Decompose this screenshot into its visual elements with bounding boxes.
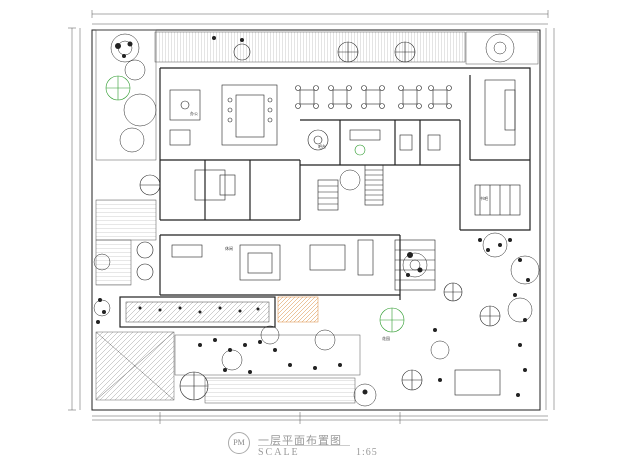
umbrellas <box>136 41 501 401</box>
orange-patch <box>277 296 319 323</box>
svg-text:书吧: 书吧 <box>480 195 488 201</box>
lounge-furniture <box>171 169 501 396</box>
scale-label: SCALE <box>258 447 300 458</box>
office-desks <box>169 79 521 216</box>
deck-top <box>95 29 539 161</box>
dining-tables <box>295 85 452 151</box>
room-labels: 办公 吧台 休闲 花园 书吧 <box>190 110 488 341</box>
pm-logo: PM <box>228 432 250 454</box>
drawing-title: 一层平面布置图 <box>258 434 342 447</box>
svg-text:花园: 花园 <box>382 335 390 341</box>
svg-text:休闲: 休闲 <box>225 245 233 251</box>
conference-table <box>221 84 278 146</box>
trees <box>93 33 540 407</box>
dimension-lines <box>68 10 555 424</box>
shrub-clusters <box>96 36 530 397</box>
staircase <box>317 164 436 291</box>
scale-value: 1:65 <box>356 447 378 458</box>
site-boundary <box>91 29 541 411</box>
lower-deck <box>174 334 361 404</box>
green-plants <box>105 75 405 333</box>
svg-text:办公: 办公 <box>190 110 198 116</box>
title-underline <box>258 445 350 446</box>
building-walls <box>159 67 531 300</box>
drawing-title-block: PM 一层平面布置图 SCALE 1:65 <box>226 428 436 462</box>
svg-text:吧台: 吧台 <box>318 143 326 149</box>
deck-left <box>95 199 157 286</box>
pond-area <box>119 296 276 328</box>
pyramid-roof <box>95 331 175 401</box>
